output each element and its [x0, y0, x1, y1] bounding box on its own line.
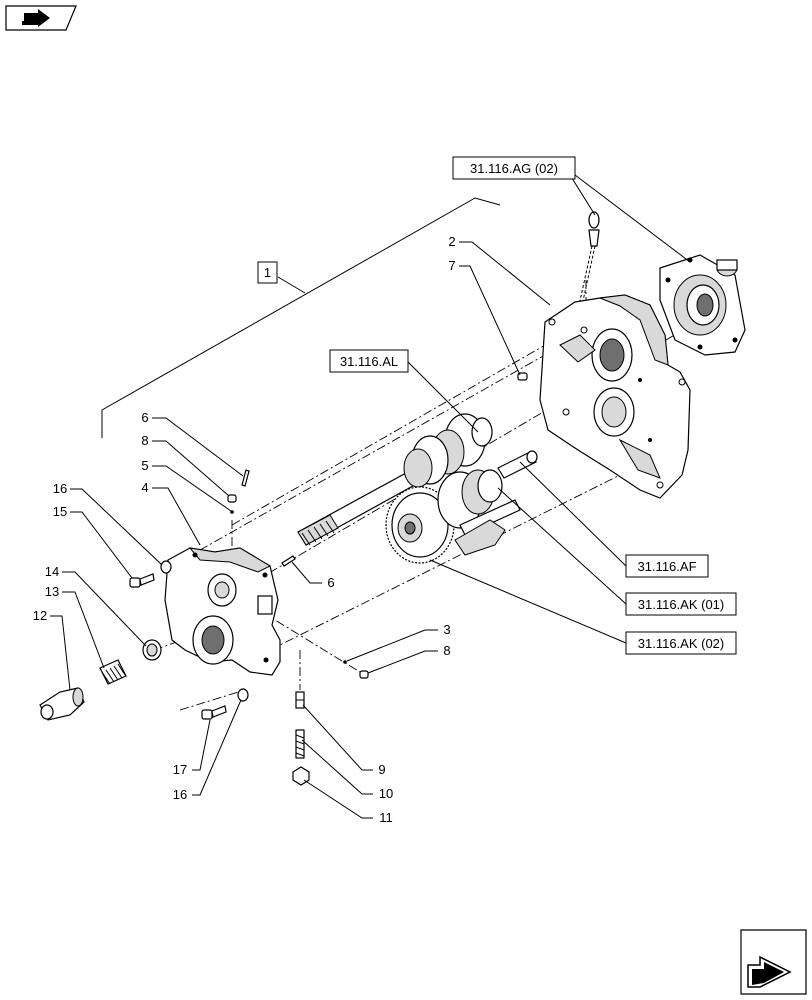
plug-lower [359, 670, 369, 679]
callout-15: 15 [53, 504, 67, 519]
callout-8-upper: 8 [141, 433, 148, 448]
ref-box-af[interactable] [625, 554, 709, 578]
ref-box-ag[interactable] [452, 156, 576, 180]
washer-upper [160, 560, 172, 574]
ref-ak2[interactable]: 31.116.AK (02) [638, 636, 724, 651]
callout-9: 9 [378, 762, 385, 777]
leader-lines [50, 174, 691, 819]
screw [129, 573, 155, 588]
roll-pin-upper [241, 469, 250, 487]
roll-pin-lower [281, 555, 296, 567]
front-housing [164, 547, 281, 676]
group-bracket [101, 197, 501, 438]
gear-cluster [297, 413, 538, 564]
ref-ag[interactable]: 31.116.AG (02) [470, 161, 558, 176]
ref-box-ak2[interactable] [625, 631, 737, 655]
callout-10: 10 [379, 786, 393, 801]
callout-3: 3 [443, 622, 450, 637]
callout-11: 11 [379, 810, 393, 825]
group-label-box [257, 261, 278, 284]
callout-5: 5 [141, 458, 148, 473]
plug-upper [227, 494, 237, 503]
plunger [295, 691, 305, 709]
spring-vertical [295, 729, 305, 759]
callout-6-upper: 6 [141, 410, 148, 425]
rear-cover [659, 254, 746, 356]
washer-lower [237, 688, 249, 702]
group-label: 1 [264, 265, 271, 280]
callout-17: 17 [173, 762, 187, 777]
dipstick [577, 211, 600, 311]
ref-al[interactable]: 31.116.AL [340, 354, 398, 369]
ref-ak1[interactable]: 31.116.AK (01) [638, 597, 724, 612]
callout-4: 4 [141, 480, 148, 495]
callout-8-lower: 8 [443, 643, 450, 658]
screw-lower [201, 705, 227, 720]
gearbox-housing [539, 294, 691, 499]
callout-7: 7 [448, 258, 455, 273]
ref-box-al[interactable] [329, 349, 409, 373]
callout-6-lower: 6 [327, 575, 334, 590]
callout-14: 14 [45, 564, 59, 579]
book-arrow-icon[interactable] [5, 5, 77, 31]
ball-lower [343, 660, 347, 664]
next-page-arrow-icon[interactable] [740, 929, 807, 995]
ref-af[interactable]: 31.116.AF [637, 559, 696, 574]
spring [99, 659, 127, 685]
callout-2: 2 [448, 234, 455, 249]
bushing [142, 639, 162, 661]
cap [39, 687, 85, 721]
ref-box-ak1[interactable] [625, 592, 737, 616]
callout-16-upper: 16 [53, 481, 67, 496]
ball [230, 510, 234, 514]
callout-12: 12 [33, 608, 47, 623]
callout-13: 13 [45, 584, 59, 599]
callout-16-lower: 16 [173, 787, 187, 802]
